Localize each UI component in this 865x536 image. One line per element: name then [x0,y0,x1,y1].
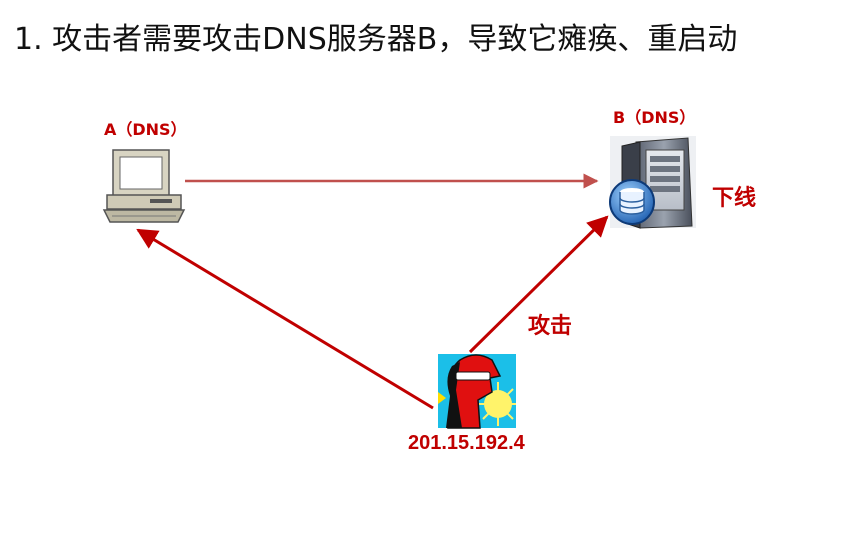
attack-arrow-to-b [468,215,609,354]
node-b-label: B（DNS） [613,108,696,127]
hacker-icon [438,354,516,429]
desktop-computer-icon [102,149,186,223]
page-title: 1. 攻击者需要攻击DNS服务器B，导致它瘫痪、重启动 [14,22,738,57]
server-database-icon [609,136,696,229]
node-a-label: A（DNS） [104,120,187,139]
attacker-ip-label: 201.15.192.4 [408,432,525,454]
node-b-status: 下线 [712,186,757,211]
database-icon [609,179,655,225]
attack-arrow-to-a [136,228,434,410]
attack-label: 攻击 [528,314,573,339]
